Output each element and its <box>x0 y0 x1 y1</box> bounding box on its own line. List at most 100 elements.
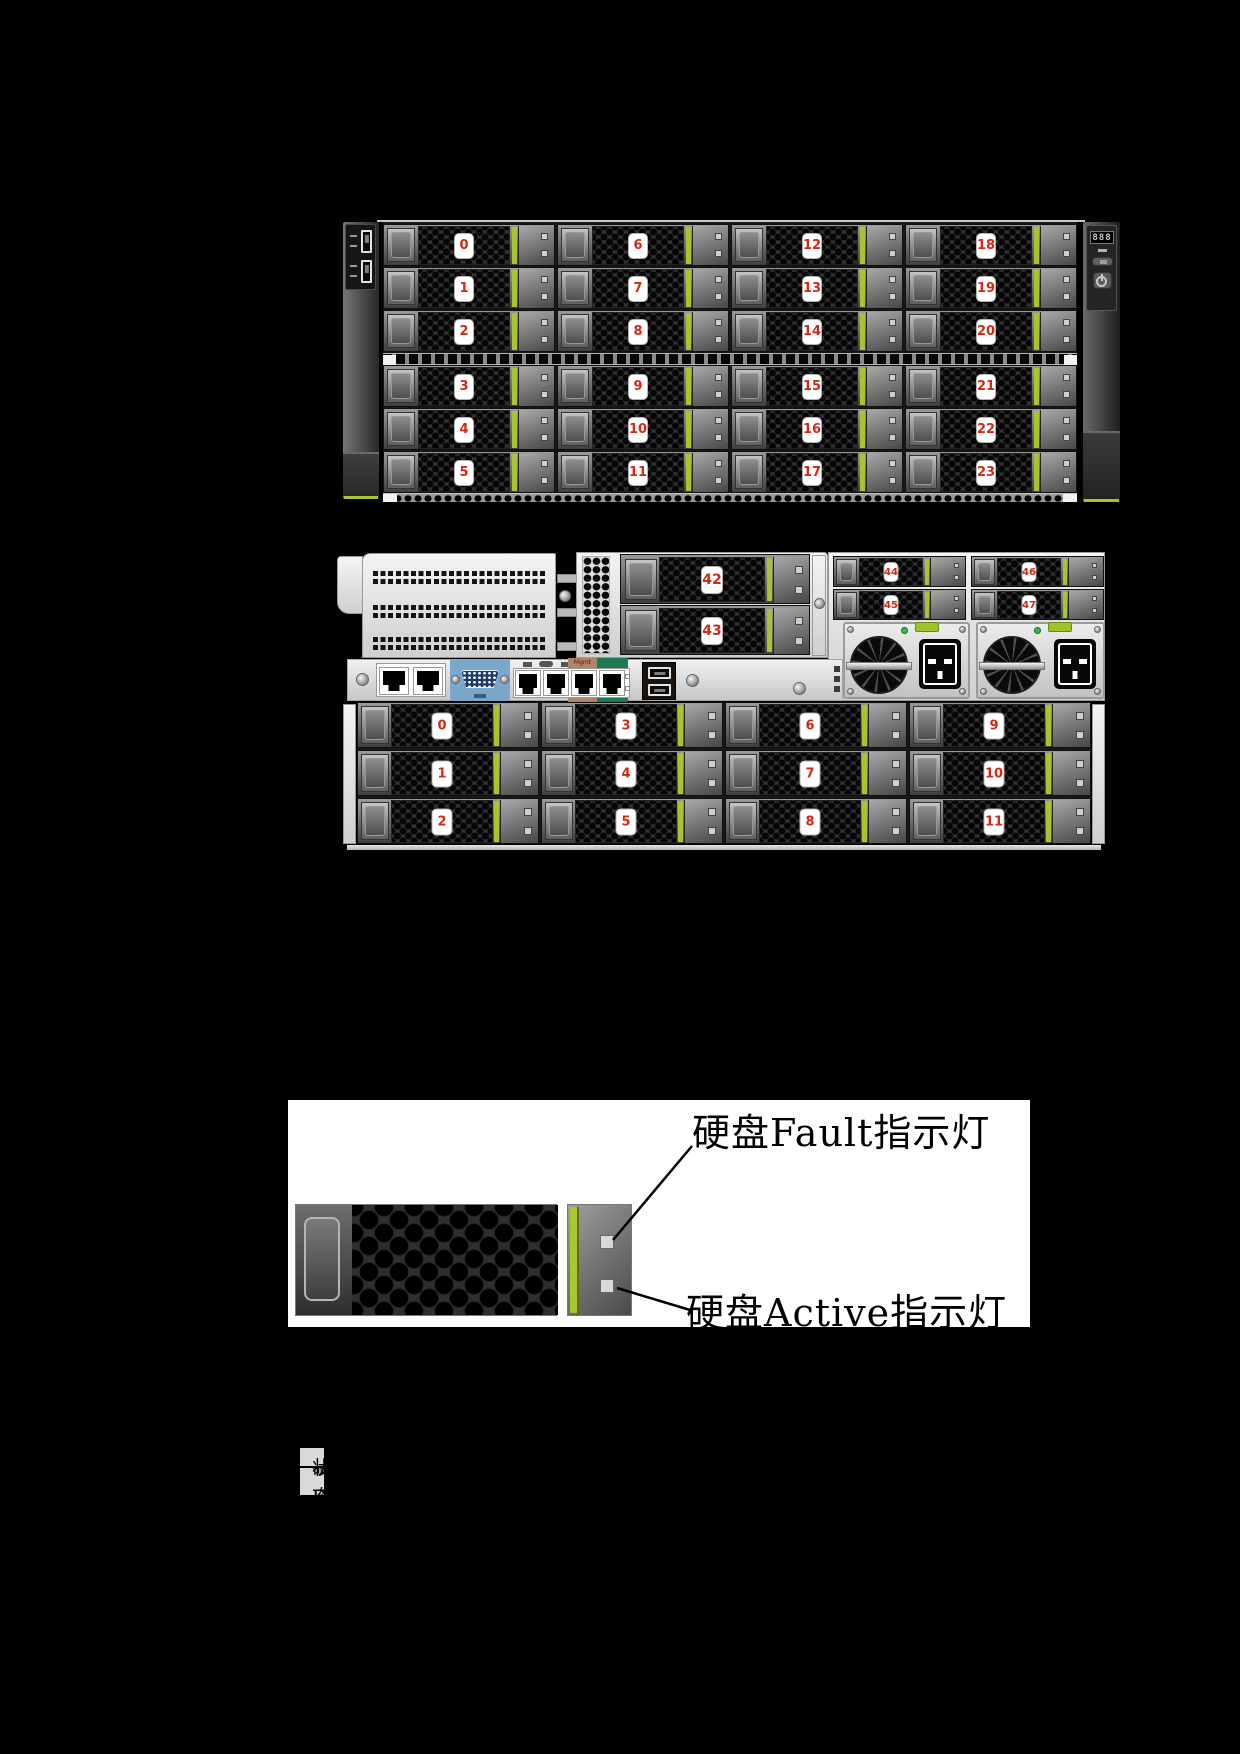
drive-latch <box>913 802 941 840</box>
drive-latch <box>735 228 763 262</box>
slot-label-plate <box>557 574 577 583</box>
diagnostic-display: 888 <box>1090 231 1114 244</box>
drive-vent-mesh: 0 <box>391 704 493 747</box>
drive-latch <box>909 228 937 262</box>
drive-bay[interactable]: 23 <box>905 451 1077 493</box>
ethernet-port[interactable] <box>543 670 569 696</box>
drive-bay[interactable]: 9 <box>557 365 729 407</box>
drive-vent-mesh: 5 <box>575 800 677 843</box>
drive-led <box>795 566 803 574</box>
drive-bay[interactable]: 8 <box>557 310 729 352</box>
drive-bay[interactable]: 6 <box>557 224 729 266</box>
drive-bay[interactable]: 2 <box>357 798 539 844</box>
drive-bay[interactable]: 17 <box>731 451 903 493</box>
drive-led <box>892 731 900 739</box>
drive-led <box>541 417 548 424</box>
drive-bay[interactable]: 1 <box>383 267 555 309</box>
vga-port[interactable] <box>461 670 499 688</box>
drive-bay[interactable]: 10 <box>909 750 1091 796</box>
drive-latch <box>836 592 857 618</box>
drive-vent-mesh: 5 <box>418 453 510 492</box>
drive-bay[interactable]: 18 <box>905 224 1077 266</box>
drive-vent-mesh: 8 <box>759 800 861 843</box>
drive-bay[interactable]: 5 <box>383 451 555 493</box>
screw-icon <box>500 675 509 684</box>
drive-led <box>889 460 896 467</box>
psu-latch-clip[interactable] <box>915 622 939 632</box>
mgmt-port-label: Mgmt <box>573 659 592 666</box>
drive-activity-led-strip <box>1034 313 1039 350</box>
drive-bay[interactable]: 14 <box>731 310 903 352</box>
usb-port-icon[interactable] <box>648 684 671 696</box>
drive-bay[interactable]: 22 <box>905 408 1077 450</box>
drive-bay[interactable]: 44 <box>833 556 966 587</box>
drive-bay[interactable]: 16 <box>731 408 903 450</box>
drive-activity-led-strip <box>1063 559 1067 585</box>
ethernet-port-mgmt[interactable] <box>571 670 597 696</box>
drive-activity-led-strip <box>862 753 867 794</box>
drive-bay[interactable]: 4 <box>541 750 723 796</box>
drive-bay[interactable]: 13 <box>731 267 903 309</box>
ethernet-port[interactable] <box>379 667 409 695</box>
drive-bay[interactable]: 5 <box>541 798 723 844</box>
front-right-bezel: 888 <box>1083 222 1120 502</box>
drive-led <box>1063 460 1070 467</box>
drive-bay[interactable]: 9 <box>909 702 1091 748</box>
drive-bay[interactable]: 19 <box>905 267 1077 309</box>
drive-latch <box>974 559 995 585</box>
drive-bay[interactable]: 11 <box>557 451 729 493</box>
drive-bay[interactable]: 47 <box>971 589 1104 620</box>
psu-handle-bar[interactable] <box>846 662 912 670</box>
drive-bay[interactable]: 8 <box>725 798 907 844</box>
drive-bay[interactable]: 7 <box>725 750 907 796</box>
drive-bay[interactable]: 45 <box>833 589 966 620</box>
psu-status-led <box>901 627 908 634</box>
screw-icon <box>451 675 460 684</box>
drive-bay[interactable]: 46 <box>971 556 1104 587</box>
usb-port-icon[interactable] <box>648 667 671 679</box>
lan-port-pair <box>376 663 446 697</box>
drive-bay[interactable]: 7 <box>557 267 729 309</box>
uid-button[interactable] <box>1092 257 1113 266</box>
drive-latch <box>909 314 937 348</box>
screw-icon <box>686 674 699 687</box>
drive-led-block <box>692 410 728 449</box>
psu-handle-bar[interactable] <box>979 662 1045 670</box>
drive-led-block <box>868 752 906 795</box>
drive-bay[interactable]: 21 <box>905 365 1077 407</box>
drive-bay[interactable]: 42 <box>620 554 810 604</box>
drive-vent-mesh: 16 <box>766 410 858 449</box>
drive-led <box>524 808 532 816</box>
drive-latch <box>387 369 415 403</box>
rear-bottom-rail <box>347 845 1101 850</box>
drive-bay[interactable]: 20 <box>905 310 1077 352</box>
power-button[interactable] <box>1093 272 1112 289</box>
drive-bay[interactable]: 12 <box>731 224 903 266</box>
drive-bay[interactable]: 15 <box>731 365 903 407</box>
drive-bay[interactable]: 43 <box>620 605 810 655</box>
drive-number-label: 14 <box>802 318 822 345</box>
drive-bay[interactable]: 6 <box>725 702 907 748</box>
drive-led <box>889 434 896 441</box>
drive-led <box>541 250 548 257</box>
drive-led-block <box>1068 558 1103 586</box>
drive-bay[interactable]: 4 <box>383 408 555 450</box>
drive-led-block <box>692 453 728 492</box>
drive-latch[interactable] <box>296 1205 352 1315</box>
ethernet-port-ge[interactable] <box>599 670 625 696</box>
drive-bay[interactable]: 0 <box>383 224 555 266</box>
drive-bay[interactable]: 10 <box>557 408 729 450</box>
drive-bay[interactable]: 11 <box>909 798 1091 844</box>
psu-latch-clip[interactable] <box>1048 622 1072 632</box>
drive-bay[interactable]: 0 <box>357 702 539 748</box>
drive-activity-led-strip <box>686 411 691 448</box>
drive-vent-mesh: 43 <box>659 608 765 653</box>
ethernet-port[interactable] <box>413 667 443 695</box>
ethernet-port[interactable] <box>515 670 541 696</box>
drive-bay[interactable]: 3 <box>383 365 555 407</box>
drive-bay[interactable]: 2 <box>383 310 555 352</box>
drive-bay[interactable]: 3 <box>541 702 723 748</box>
drive-bay[interactable]: 1 <box>357 750 539 796</box>
